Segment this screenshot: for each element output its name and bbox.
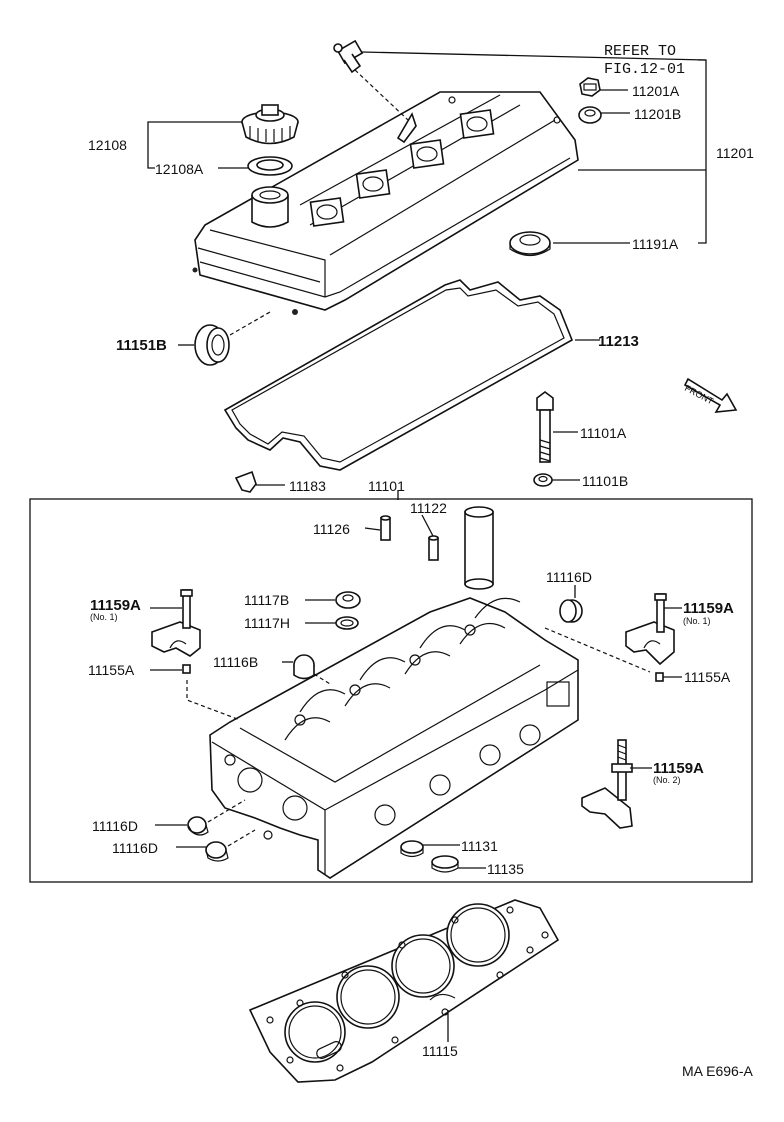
bearing-cap-bolt-right: [654, 593, 667, 633]
label-11201A: 11201A: [632, 83, 680, 99]
front-arrow-icon: [683, 377, 738, 413]
cover-grommet: [578, 106, 602, 124]
refer-note-line1: REFER TO: [604, 43, 676, 60]
bearing-cap-bolt-left: [180, 589, 193, 629]
label-11155A-left: 11155A: [88, 662, 135, 678]
label-11155A-right: 11155A: [684, 669, 731, 685]
label-11159A-left-note: (No. 1): [90, 612, 118, 622]
label-11101B: 11101B: [582, 473, 628, 489]
label-11159A-no2: 11159A: [653, 760, 704, 777]
label-11126: 11126: [313, 521, 350, 537]
cylinder-head: [209, 597, 579, 879]
tight-plug-left2: [205, 841, 229, 862]
head-bolt-washer: [533, 473, 553, 487]
label-11101A: 11101A: [580, 425, 627, 441]
cover-plug: [234, 470, 257, 493]
head-pipe: [464, 506, 494, 590]
insert-ring: [400, 840, 424, 858]
label-11122: 11122: [410, 500, 447, 516]
label-11159A-right: 11159A: [683, 600, 734, 617]
dowel-left: [182, 664, 191, 674]
label-11183: 11183: [289, 478, 326, 494]
label-11135: 11135: [487, 861, 524, 877]
plug-seal: [335, 591, 361, 609]
camshaft-oil-seal: [194, 324, 230, 366]
label-11117H: 11117H: [244, 615, 290, 631]
label-11115: 11115: [422, 1043, 458, 1059]
spark-plug-tube-gasket: [509, 231, 551, 257]
label-11131: 11131: [461, 838, 498, 854]
label-11116D-left2: 11116D: [112, 840, 158, 856]
pcv-valve: [333, 39, 364, 74]
dowel-right: [655, 672, 664, 682]
tight-plug-top: [559, 599, 583, 623]
label-11201B: 11201B: [634, 106, 681, 122]
label-12108A: 12108A: [155, 161, 204, 177]
head-cover-gasket: [223, 279, 574, 471]
label-11159A-right-note: (No. 1): [683, 616, 711, 626]
label-11116D-left1: 11116D: [92, 818, 138, 834]
cylinder-head-cover: [192, 91, 579, 315]
cover-nut: [579, 77, 601, 97]
label-11191A: 11191A: [632, 236, 679, 252]
bearing-cap-right: [625, 621, 675, 666]
head-bolt: [536, 391, 554, 463]
label-11159A-no2-note: (No. 2): [653, 775, 681, 785]
straight-pin: [428, 535, 439, 561]
head-gasket: [248, 899, 560, 1083]
drawing-code: MA E696-A: [682, 1063, 753, 1079]
label-11101: 11101: [368, 478, 405, 494]
spark-plug-gasket: [431, 855, 459, 873]
tight-plug-left1: [187, 816, 209, 836]
dowel-pin: [380, 515, 391, 541]
o-ring: [335, 616, 359, 630]
label-11117B: 11117B: [244, 592, 289, 608]
label-11201: 11201: [716, 145, 754, 161]
label-11116B: 11116B: [213, 654, 258, 670]
oil-filler-cap: [241, 104, 299, 145]
refer-note-line2: FIG.12-01: [604, 61, 685, 78]
label-12108: 12108: [88, 137, 127, 153]
label-11116D-top: 11116D: [546, 569, 592, 585]
oil-filler-cap-gasket: [247, 156, 293, 176]
bearing-cap-bolt-no2: [611, 739, 633, 801]
label-11213: 11213: [598, 333, 639, 350]
label-11159A-left: 11159A: [90, 597, 141, 614]
bearing-cap-left: [151, 621, 201, 657]
tight-plug-b: [293, 654, 315, 680]
cylinder-head-group-frame: [29, 498, 753, 883]
label-11151B: 11151B: [116, 337, 167, 354]
bearing-cap-no2: [581, 787, 633, 829]
